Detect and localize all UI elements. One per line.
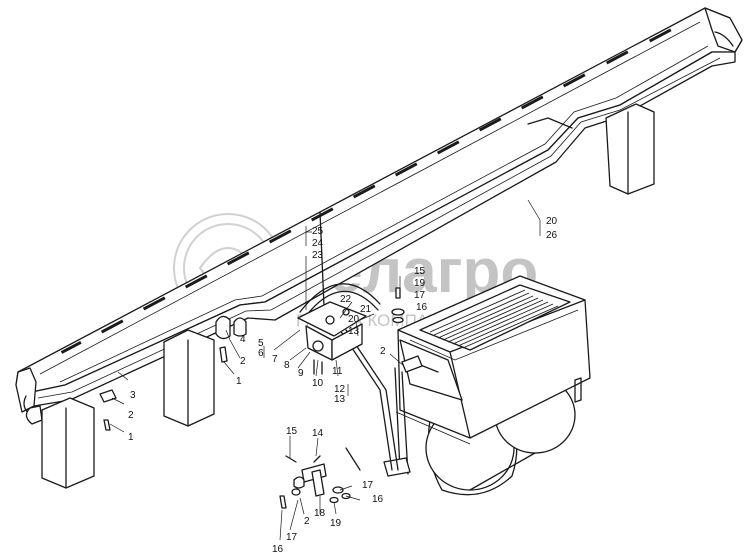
support-post-rear	[605, 103, 655, 195]
callout-2-bottom: 2	[304, 516, 310, 527]
callout-10: 10	[312, 378, 324, 389]
callout-22: 22	[340, 294, 352, 305]
beam-slots	[60, 28, 672, 354]
callout-17-bottom: 17	[286, 532, 298, 543]
callout-18: 18	[314, 508, 326, 519]
support-post-middle	[163, 329, 215, 427]
callout-2-front: 2	[128, 410, 134, 421]
callout-16-mid: 16	[372, 494, 384, 505]
callout-20-right: 20	[546, 216, 558, 227]
callout-16-upper: 16	[416, 302, 428, 313]
callout-24: 24	[312, 238, 324, 249]
callout-5: 5	[258, 338, 264, 349]
callout-25: 25	[312, 226, 324, 237]
callout-11: 11	[332, 366, 343, 377]
callout-21: 21	[360, 304, 372, 315]
frame-beam	[15, 7, 743, 425]
callout-17-mid: 17	[362, 480, 374, 491]
callout-2-heater: 2	[380, 346, 386, 357]
callout-3: 3	[130, 390, 136, 401]
callout-9: 9	[298, 368, 304, 379]
callout-26: 26	[546, 230, 558, 241]
callout-8: 8	[284, 360, 290, 371]
callout-2-beam: 2	[240, 356, 246, 367]
callout-1-beam: 1	[236, 376, 242, 387]
callout-12: 12	[334, 384, 346, 395]
valve-assembly	[297, 301, 367, 375]
callout-23: 23	[312, 250, 324, 261]
brackets	[99, 287, 423, 431]
callout-13-lower: 13	[334, 394, 346, 405]
callout-1-front: 1	[128, 432, 134, 443]
leader-lines	[109, 199, 541, 541]
callout-6: 6	[258, 348, 264, 359]
callout-7: 7	[272, 354, 278, 365]
callout-15-lower: 15	[286, 426, 298, 437]
callout-13-upper: 13	[348, 326, 360, 337]
heater-grille	[429, 289, 559, 349]
callout-19-lower: 19	[330, 518, 342, 529]
callout-19-upper: 19	[414, 278, 426, 289]
callout-20-upper: 20	[348, 314, 360, 325]
support-post-front	[41, 397, 95, 489]
callout-14: 14	[312, 428, 324, 439]
callout-15-upper: 15	[414, 266, 426, 277]
callout-labels: 25 24 23 5 6 7 8 9 10 11 12 13 13 20 20 …	[128, 216, 558, 555]
heater-unit	[383, 275, 591, 496]
exploded-hardware	[279, 447, 361, 509]
callout-16-bottom: 16	[272, 544, 284, 555]
callout-17-upper: 17	[414, 290, 426, 301]
callout-4: 4	[240, 334, 246, 345]
